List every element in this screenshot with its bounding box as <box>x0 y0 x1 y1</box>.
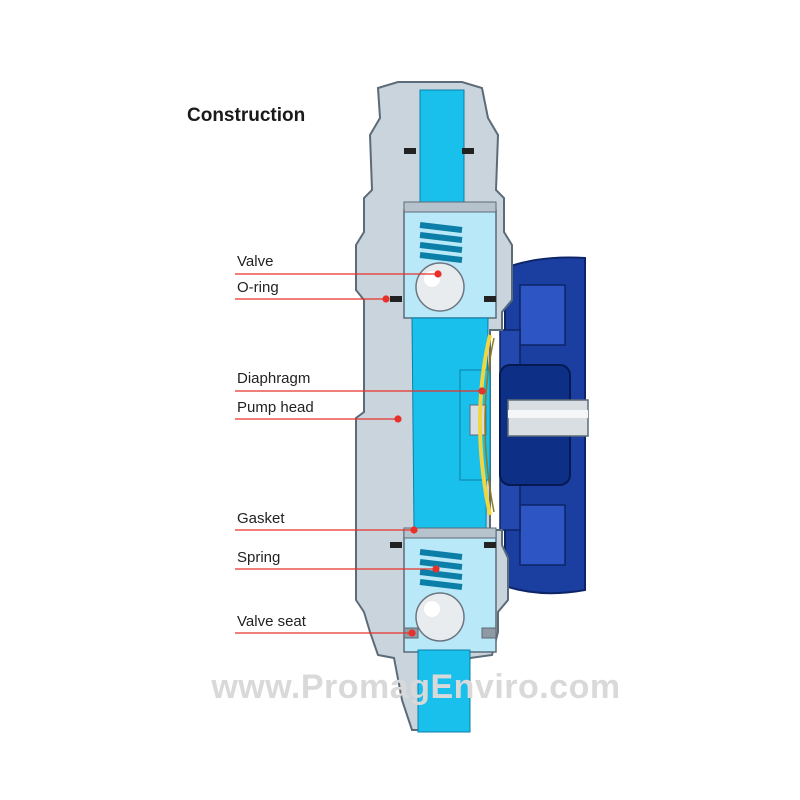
fluid-channel <box>403 89 497 733</box>
label-pump-head: Pump head <box>237 399 314 416</box>
leader-gasket-dot <box>410 526 418 534</box>
leader-spring-dot <box>432 565 440 573</box>
lower-valve-assembly <box>403 527 497 642</box>
label-o-ring: O-ring <box>237 279 279 296</box>
o-rings <box>390 148 496 548</box>
leader-lines <box>235 270 486 637</box>
diaphragm <box>478 334 495 516</box>
leader-diaphragm-dot <box>478 387 486 395</box>
diagram-title: Construction <box>187 105 306 126</box>
label-gasket: Gasket <box>237 510 285 527</box>
upper-valve-assembly <box>403 201 497 312</box>
drive-shaft <box>507 399 589 437</box>
leader-oring-dot <box>382 295 390 303</box>
leader-pump-head-dot <box>394 415 402 423</box>
label-valve-seat: Valve seat <box>237 613 306 630</box>
leader-valve-dot <box>434 270 442 278</box>
label-valve: Valve <box>237 253 274 270</box>
label-diaphragm: Diaphragm <box>237 370 311 387</box>
label-spring: Spring <box>237 549 281 566</box>
leader-valve-seat-dot <box>408 629 416 637</box>
watermark: www.PromagEnviro.com <box>211 668 621 706</box>
